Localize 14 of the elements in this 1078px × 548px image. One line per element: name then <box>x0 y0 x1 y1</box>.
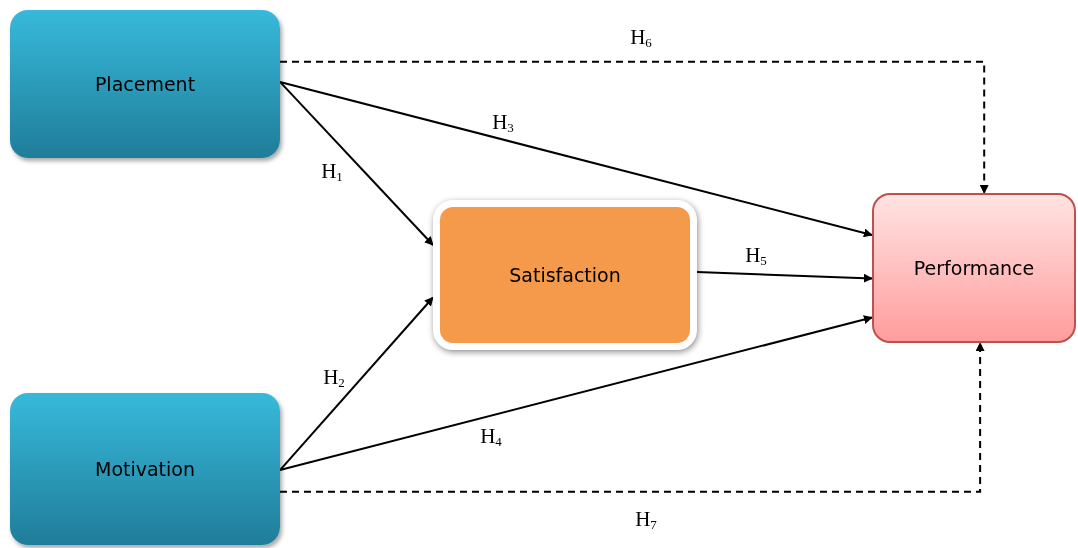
arrow <box>279 342 985 493</box>
node-label: Motivation <box>95 458 195 480</box>
arrow <box>279 60 989 194</box>
arrow <box>279 296 434 472</box>
process-box <box>872 193 1076 343</box>
arrow <box>279 80 434 246</box>
process-box <box>10 393 280 545</box>
arrow <box>696 271 873 283</box>
process-box <box>10 10 280 158</box>
node-label: Performance <box>913 257 1035 279</box>
node-label: Placement <box>94 73 196 95</box>
arrow <box>279 80 873 238</box>
node-label: Satisfaction <box>509 264 621 286</box>
arrow <box>279 315 873 472</box>
